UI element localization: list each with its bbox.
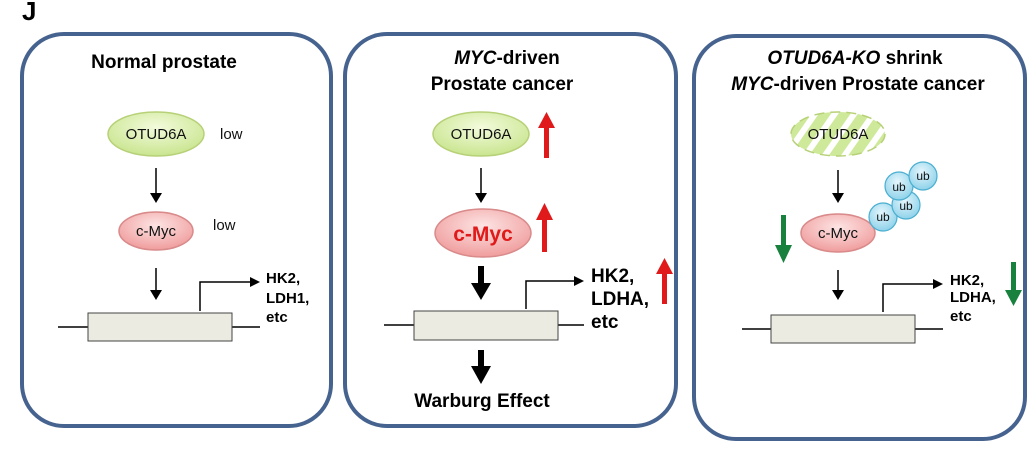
title-rest: -driven Prostate cancer [774, 74, 986, 95]
cmyc-label: c-Myc [818, 225, 858, 242]
ub-label: ub [892, 180, 906, 194]
warburg-effect-label: Warburg Effect [414, 391, 550, 412]
gene-ldh1: LDH1, [266, 290, 309, 307]
gene-etc: etc [266, 309, 288, 326]
gene-box [770, 314, 916, 344]
ub-label: ub [899, 199, 913, 213]
panel-title-line1: OTUD6A-KO shrink [767, 48, 943, 69]
otud6a-label: OTUD6A [126, 126, 187, 143]
gene-hk2: HK2, [266, 270, 300, 287]
arrow-head [475, 193, 487, 203]
panel-title-line1: MYC-driven [454, 48, 560, 69]
ubiquitin-4 [908, 161, 938, 191]
up-arrow-icon [656, 258, 673, 304]
otud6a-node [432, 111, 530, 157]
down-arrow-icon [1005, 262, 1022, 306]
cmyc-label: c-Myc [136, 223, 176, 240]
up-arrow-icon [538, 112, 555, 158]
gene-box [87, 312, 233, 342]
otud6a-label: OTUD6A [451, 126, 512, 143]
down-arrow-icon [775, 215, 792, 263]
otud6a-level: low [220, 126, 243, 143]
gene-etc: etc [591, 312, 619, 333]
otud6a-label: OTUD6A [808, 126, 869, 143]
arrow-head [574, 276, 584, 286]
panel-label: J [22, 0, 36, 26]
gene-hk2: HK2, [591, 266, 634, 287]
cmyc-label: c-Myc [453, 223, 513, 246]
arrow-head [250, 277, 260, 287]
ub-label: ub [876, 210, 890, 224]
thick-arrow-cmyc-to-gene [471, 266, 491, 300]
panel-myc-driven-cancer: MYC-driven Prostate cancer OTUD6A c-Myc … [343, 32, 678, 428]
gene-box [413, 310, 559, 341]
transcription-arrow [199, 281, 252, 311]
cmyc-node [800, 213, 876, 253]
up-arrow-icon [536, 203, 553, 252]
ub-label: ub [916, 169, 930, 183]
arrow-head [150, 290, 162, 300]
title-rest: -driven [496, 48, 559, 69]
title-rest: shrink [880, 48, 943, 69]
transcription-arrow [525, 280, 576, 309]
arrow-head [150, 193, 162, 203]
panel-title-line2: Prostate cancer [431, 74, 574, 95]
arrow-head [832, 290, 844, 300]
ubiquitin-1 [868, 202, 898, 232]
thick-arrow-gene-to-effect [471, 350, 491, 384]
panel-title: Normal prostate [91, 52, 237, 73]
title-italic: OTUD6A-KO [767, 48, 880, 69]
otud6a-node [107, 111, 205, 157]
panel-normal-prostate: Normal prostate OTUD6A low c-Myc low HK2… [20, 32, 333, 428]
arrow-head [933, 279, 943, 289]
gene-etc: etc [950, 308, 972, 325]
cmyc-node [118, 211, 194, 251]
transcription-arrow [882, 283, 935, 312]
title-italic: MYC [454, 48, 497, 69]
title-italic: MYC [731, 74, 774, 95]
panel-otud6a-ko: OTUD6A-KO shrink MYC-driven Prostate can… [692, 34, 1027, 441]
cmyc-node [434, 208, 532, 258]
arrow-head [832, 193, 844, 203]
gene-hk2: HK2, [950, 272, 984, 289]
gene-ldha: LDHA, [591, 289, 649, 310]
otud6a-ko-node [790, 111, 886, 157]
ubiquitin-chain: ub ub ub ub [868, 161, 938, 232]
gene-ldha: LDHA, [950, 289, 996, 306]
panel-title-line2: MYC-driven Prostate cancer [731, 74, 985, 95]
cmyc-level: low [213, 217, 236, 234]
